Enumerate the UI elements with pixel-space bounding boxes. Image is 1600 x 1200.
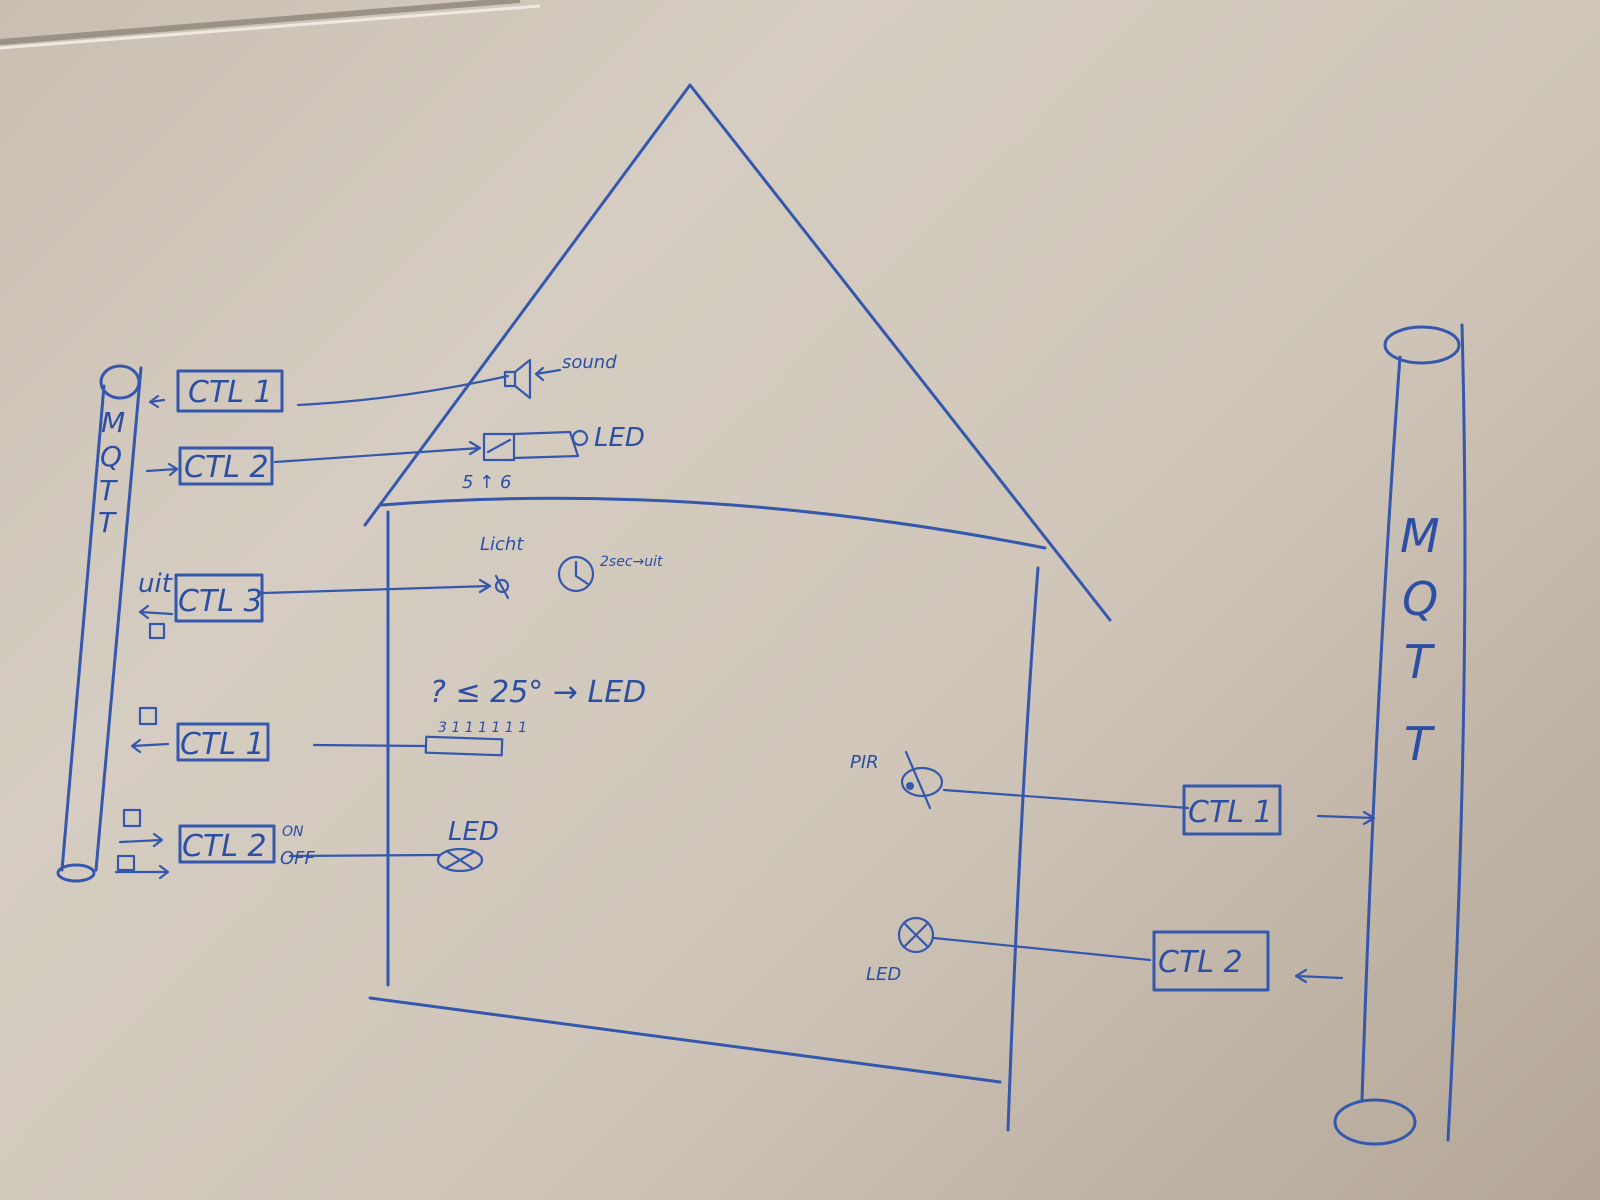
right-mqtt-letter-t2: T <box>1404 717 1436 771</box>
left-mqtt-letter-t1: T <box>99 474 118 507</box>
wire-led-ctl2 <box>932 936 1152 962</box>
wire-ctl5-led <box>288 853 442 858</box>
left-mqtt-letter-m: M <box>101 406 125 439</box>
temp-rule-label: ? ≤ 25° → LED <box>430 675 646 710</box>
ctl-box-left-4: CTL 1 <box>130 706 270 762</box>
clock-icon <box>557 555 595 593</box>
bits-label: 5 ↑ 6 <box>462 472 511 493</box>
strip-digits-label: 3 1 1 1 1 1 1 <box>438 720 527 736</box>
light-sensor-icon <box>494 574 510 600</box>
wire-pir-ctl1 <box>942 788 1190 810</box>
house-outline <box>363 83 1112 1132</box>
sensor-strip-icon <box>424 735 504 757</box>
left-mqtt-letter-q: Q <box>100 440 122 473</box>
right-mqtt-letter-t1: T <box>1404 635 1436 689</box>
svg-text:CTL 2: CTL 2 <box>182 829 267 864</box>
off-label: OFF <box>280 848 316 869</box>
svg-text:CTL 3: CTL 3 <box>178 584 263 619</box>
led-right-icon <box>897 916 935 954</box>
sound-label: sound <box>562 352 617 373</box>
svg-text:CTL 1: CTL 1 <box>180 727 265 762</box>
svg-text:CTL 1: CTL 1 <box>188 375 273 410</box>
ctl-box-right-1: CTL 1 <box>1182 784 1376 836</box>
wire-ctl3-light <box>262 578 492 595</box>
ctl-box-left-1: CTL 1 <box>148 369 284 413</box>
right-mqtt-letter-q: Q <box>1402 572 1438 626</box>
left-mqtt-letter-t2: T <box>98 506 117 539</box>
wire-ctl1-sound <box>296 374 510 407</box>
on-label: ON <box>282 824 304 840</box>
svg-text:CTL 1: CTL 1 <box>1188 795 1273 830</box>
left-mqtt-cylinder <box>56 364 143 883</box>
ctl-box-left-3: CTL 3 uit <box>138 569 264 640</box>
pir-sensor-icon <box>900 750 944 810</box>
wire-ctl2-switch <box>273 440 482 464</box>
switch-icon <box>482 429 589 462</box>
svg-text:uit: uit <box>138 569 173 599</box>
wire-ctl4-strip <box>312 743 428 748</box>
ctl-box-left-2: CTL 2 <box>145 446 274 486</box>
right-mqtt-letter-m: M <box>1400 509 1440 563</box>
svg-text:CTL 2: CTL 2 <box>184 450 269 485</box>
pir-label: PIR <box>850 752 879 773</box>
led-top-label: LED <box>594 423 645 453</box>
led-bottom-icon <box>436 847 484 873</box>
svg-text:CTL 2: CTL 2 <box>1158 945 1243 980</box>
ctl-box-left-5: CTL 2 <box>114 808 276 880</box>
speaker-icon <box>503 358 562 400</box>
board-top-edge-light <box>0 4 541 50</box>
right-mqtt-cylinder <box>1333 323 1467 1146</box>
timer-label: 2sec→uit <box>600 554 663 570</box>
led-bottom-label: LED <box>448 817 499 847</box>
board-top-edge <box>0 0 521 45</box>
ctl-box-right-2: CTL 2 <box>1152 930 1344 992</box>
led-right-label: LED <box>866 964 901 985</box>
licht-label: Licht <box>480 534 524 555</box>
